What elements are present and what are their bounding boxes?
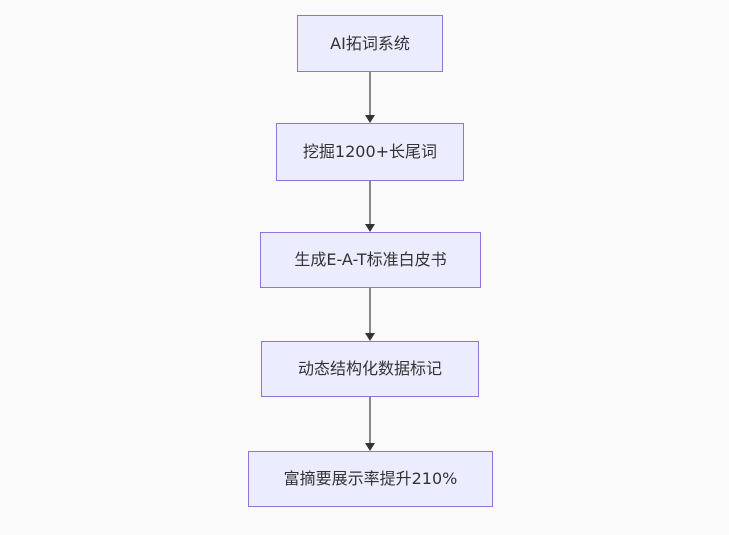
- flowchart-node-mine-longtail-keywords: 挖掘1200+长尾词: [276, 123, 464, 181]
- flow-arrow-4: [364, 397, 376, 451]
- flow-arrow-1: [364, 72, 376, 123]
- flowchart-node-ai-word-expansion-system: AI拓词系统: [297, 15, 443, 72]
- arrow-line: [369, 181, 371, 225]
- arrowhead-down-icon: [365, 115, 375, 123]
- arrow-line: [369, 397, 371, 444]
- arrow-line: [369, 72, 371, 116]
- flow-arrow-3: [364, 288, 376, 341]
- flow-arrow-2: [364, 181, 376, 232]
- arrowhead-down-icon: [365, 443, 375, 451]
- flowchart-node-dynamic-structured-data-markup: 动态结构化数据标记: [261, 341, 479, 397]
- flowchart-node-generate-eat-whitepaper: 生成E-A-T标准白皮书: [260, 232, 481, 288]
- arrow-line: [369, 288, 371, 334]
- arrowhead-down-icon: [365, 224, 375, 232]
- flowchart-node-rich-snippet-rate-increase: 富摘要展示率提升210%: [248, 451, 493, 507]
- arrowhead-down-icon: [365, 333, 375, 341]
